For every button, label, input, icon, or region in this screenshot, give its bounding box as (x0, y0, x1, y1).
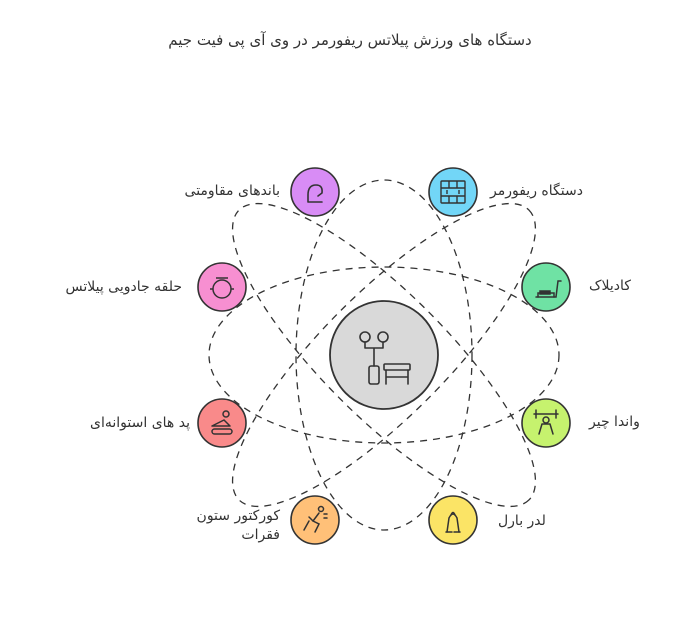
label-foam: پد های استوانه‌ای (90, 415, 190, 431)
center-hub (329, 300, 439, 410)
label-cadillac: کادیلاک (589, 278, 631, 294)
node-ring (197, 262, 247, 312)
orbit-vertical (295, 179, 473, 531)
orbit-diagonal-b (231, 202, 537, 508)
orbit-diagonal-a (231, 202, 537, 508)
resistance-band-icon (307, 184, 323, 203)
stretching-icon (303, 505, 328, 533)
label-ladder: لدر بارل (498, 513, 546, 529)
diagram-title: دستگاه های ورزش پیلاتس ریفورمر در وی آی … (168, 31, 532, 49)
reformer-machine-icon (440, 180, 466, 204)
label-ring: حلقه جادویی پیلاتس (65, 279, 182, 295)
weightlifting-icon (533, 409, 559, 435)
node-reformer (428, 167, 478, 217)
foam-roller-icon (211, 410, 233, 435)
label-corrector-line-2: فقرات (241, 527, 280, 543)
orbit-horizontal (208, 266, 560, 444)
node-cadillac (521, 262, 571, 312)
node-foam (197, 398, 247, 448)
label-reformer: دستگاه ریفورمر (490, 183, 583, 199)
hand-gripper-icon (445, 511, 461, 533)
pilates-ring-icon (210, 277, 234, 299)
node-corrector (290, 495, 340, 545)
treadmill-icon (535, 280, 562, 298)
node-wunda (521, 398, 571, 448)
label-corrector: کورکتور ستون فقرات (197, 507, 280, 545)
node-bands (290, 167, 340, 217)
node-ladder (428, 495, 478, 545)
label-corrector-line-1: کورکتور ستون (196, 508, 280, 524)
label-wunda: واندا چیر (589, 414, 640, 430)
label-bands: باندهای مقاومتی (184, 183, 280, 199)
fitness-equipment-icon (359, 331, 411, 385)
